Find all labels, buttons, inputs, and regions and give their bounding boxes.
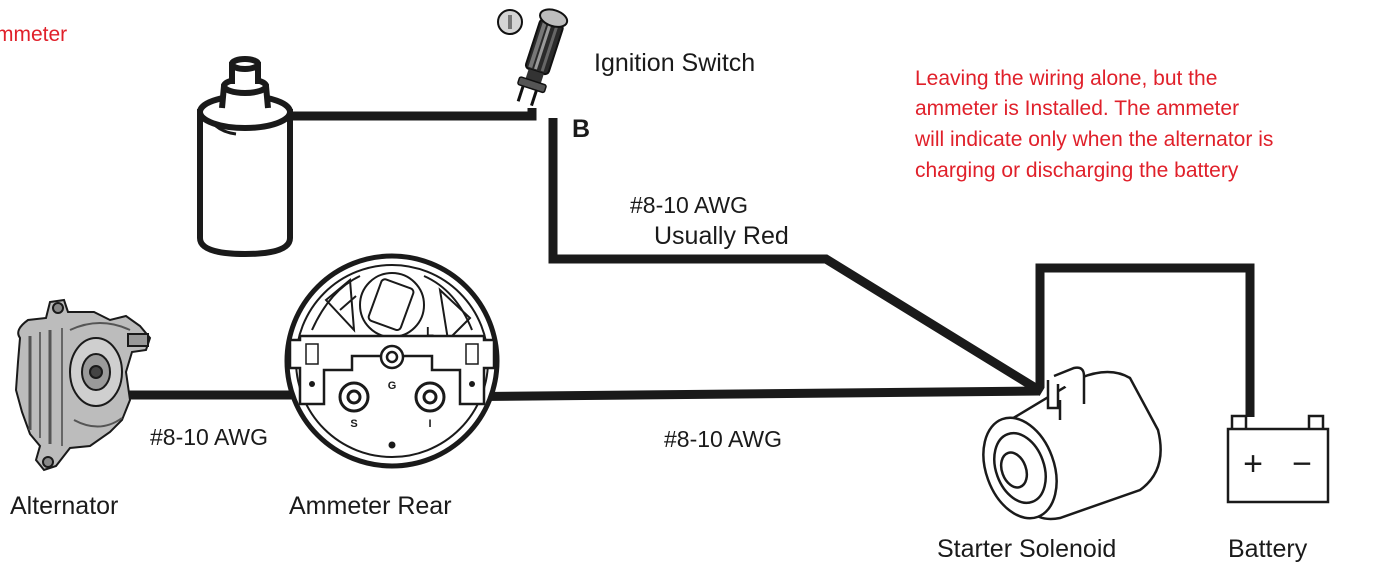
note-line: charging or discharging the battery [915, 159, 1239, 182]
alternator-label: Alternator [10, 492, 118, 520]
battery-icon: + − [1226, 414, 1330, 504]
wire-switch-to-solenoid [548, 118, 1045, 396]
battery-minus: − [1292, 445, 1312, 483]
wire-gauge-right-label: #8-10 AWG [664, 426, 782, 452]
ignition-coil-icon [197, 56, 293, 258]
ammeter-rear-label: Ammeter Rear [289, 492, 452, 520]
wire-ammeter-to-solenoid [429, 386, 1041, 402]
ammeter-icon: G S I L [284, 253, 500, 469]
alternator-icon [14, 298, 152, 472]
note-line: ammeter is Installed. The ammeter [915, 97, 1239, 120]
terminal-i [414, 381, 446, 413]
wire-coil-to-switch [290, 108, 537, 121]
starter-solenoid-icon [982, 366, 1162, 521]
battery-label: Battery [1228, 535, 1308, 563]
note-line: will indicate only when the alternator i… [914, 128, 1273, 151]
wire-solenoid-to-battery [1035, 263, 1255, 417]
wire-gauge-left-label: #8-10 AWG [150, 424, 268, 450]
terminal-l-label: L [426, 324, 434, 339]
terminal-s [338, 381, 370, 413]
terminal-g [379, 344, 405, 370]
terminal-i-label: I [428, 418, 431, 430]
top-left-label: mmeter [0, 23, 67, 46]
starter-solenoid-label: Starter Solenoid [937, 535, 1116, 563]
wire-color-top-label: Usually Red [654, 222, 789, 250]
terminal-b-label: B [572, 115, 590, 143]
terminal-g-label: G [388, 380, 397, 392]
wire-gauge-top-label: #8-10 AWG [630, 192, 748, 218]
terminal-s-label: S [350, 418, 357, 430]
ignition-switch-label: Ignition Switch [594, 49, 755, 77]
explanation-note: Leaving the wiring alone, but the ammete… [914, 67, 1273, 182]
ignition-switch-icon [497, 8, 569, 107]
battery-plus: + [1243, 445, 1263, 483]
note-line: Leaving the wiring alone, but the [915, 67, 1217, 90]
